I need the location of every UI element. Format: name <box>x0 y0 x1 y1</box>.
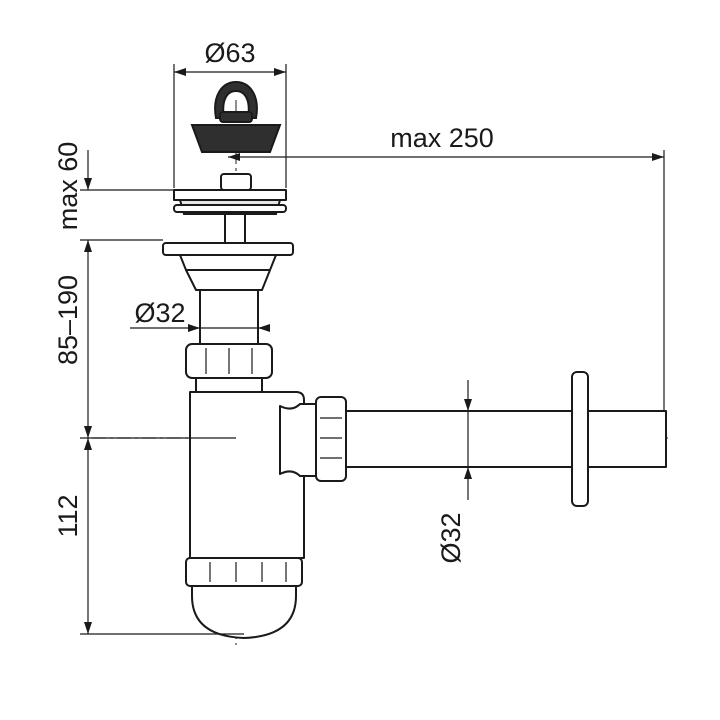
inlet-diameter-label: Ø32 <box>134 298 185 328</box>
max-depth-label: max 60 <box>53 142 83 231</box>
wall-rosette <box>571 371 589 507</box>
max-length-label: max 250 <box>390 123 494 153</box>
stopper-ring-base <box>219 111 253 123</box>
stopper-diameter-label: Ø63 <box>204 38 255 68</box>
upper-nut <box>185 343 273 379</box>
outlet-pipe <box>315 371 667 507</box>
outlet-diameter-label: Ø32 <box>436 512 466 563</box>
sink-stopper <box>190 80 282 153</box>
inlet-tube <box>162 242 294 345</box>
dimension-lines <box>80 64 665 635</box>
stopper-plug <box>190 124 282 153</box>
trap-height-label: 112 <box>53 494 83 537</box>
trap-bottle <box>189 377 317 559</box>
height-range-label: 85–190 <box>53 275 83 365</box>
bottom-cap <box>185 557 303 639</box>
sink-flange <box>162 242 294 256</box>
drain-grate <box>173 173 287 245</box>
